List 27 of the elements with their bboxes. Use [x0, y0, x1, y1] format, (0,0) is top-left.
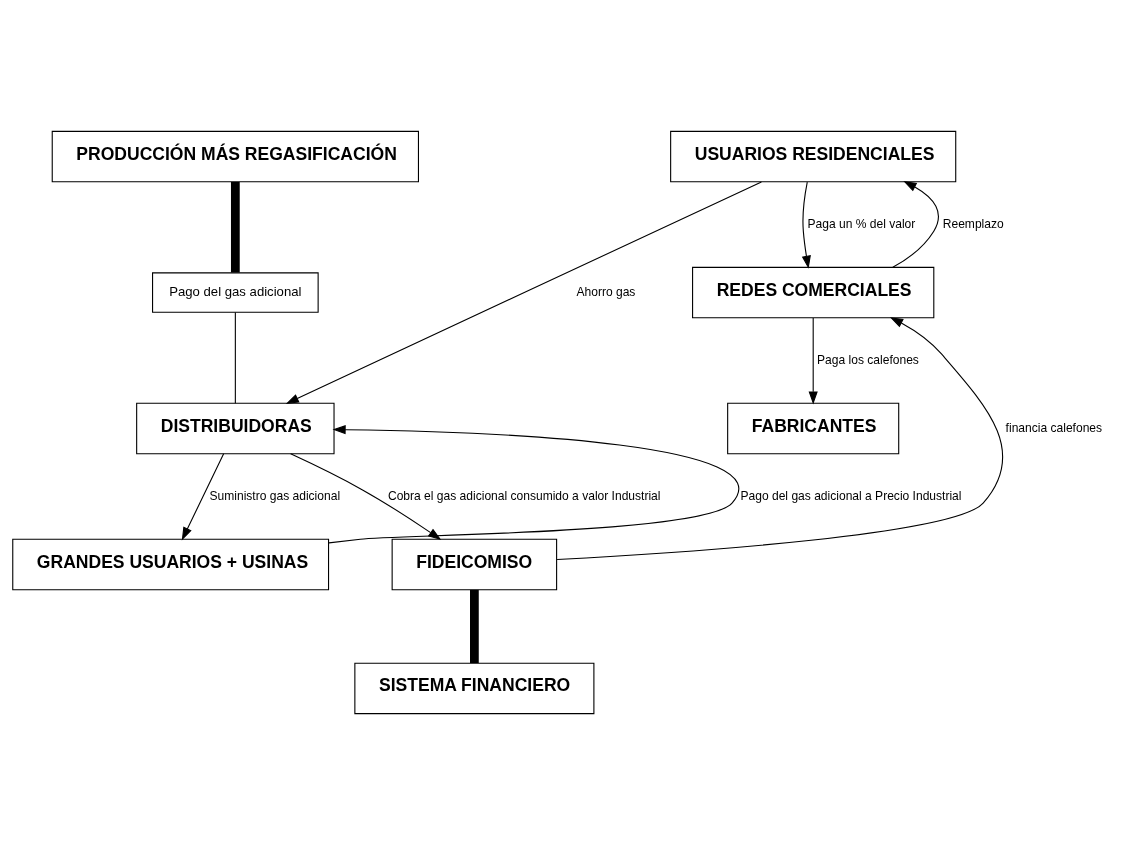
node-box: FIDEICOMISO [391, 538, 558, 591]
arrow [892, 181, 939, 268]
edge-label: Cobra el gas adicional consumido a valor Industrial [387, 488, 661, 503]
arrow [808, 317, 818, 405]
connector [234, 312, 236, 404]
node-box: GRANDES USUARIOS + USINAS [12, 538, 330, 591]
edge-label: Pago del gas adicional a Precio Industrial [740, 488, 962, 503]
edge-label: Paga los calefones [817, 352, 919, 367]
connector [470, 589, 479, 663]
node-box: USUARIOS RESIDENCIALES [670, 130, 957, 183]
edge-label: Ahorro gas [576, 284, 636, 299]
connector [230, 181, 240, 273]
arrow [801, 181, 811, 269]
node-box: DISTRIBUIDORAS [136, 402, 335, 455]
arrow [181, 453, 225, 541]
edge-label: Paga un % del valor [807, 216, 916, 231]
node-box: Pago del gas adicional [152, 272, 319, 313]
node-box: PRODUCCIÓN MÁS REGASIFICACIÓN [51, 130, 419, 183]
edge-label: financia calefones [1005, 420, 1103, 435]
node-box: FABRICANTES [727, 402, 900, 455]
node-box: REDES COMERCIALES [692, 266, 935, 319]
arrow [556, 317, 1004, 561]
node-box: SISTEMA FINANCIERO [354, 662, 595, 715]
edge-label: Reemplazo [942, 216, 1004, 231]
arrow [328, 425, 740, 544]
edge-label: Suministro gas adicional [209, 488, 341, 503]
arrow [285, 181, 762, 404]
